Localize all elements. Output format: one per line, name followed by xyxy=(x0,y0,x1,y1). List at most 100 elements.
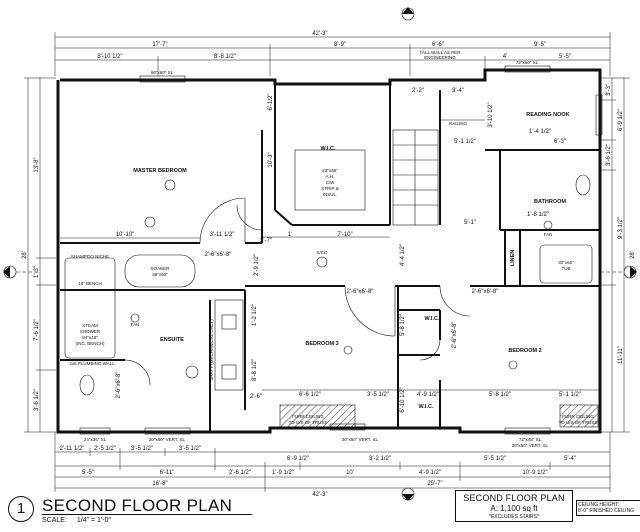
ceiling-note-line2: 8'-0" FINISHED CEILING xyxy=(578,508,635,514)
room-ensuite: ENSUITE xyxy=(160,337,184,343)
dim-d17: 2'-2" xyxy=(412,88,424,94)
dim-right-d: 9'-3 1/2" xyxy=(618,217,624,239)
ah-2: A.H. xyxy=(326,174,335,179)
dim-d9: 6'-9 1/2" xyxy=(287,456,309,462)
furr-ceiling-bedroom2 xyxy=(559,404,599,428)
dim-top-f: 8'-8 1/2" xyxy=(214,54,236,60)
furr-4: TO U/S OF TRUSS xyxy=(559,420,598,425)
soaker-label: SOAKER xyxy=(151,266,171,271)
dim-d15: 5'-1 1/2" xyxy=(454,139,476,145)
dim-d22: 2'-6"x6'-8" xyxy=(347,289,374,295)
top-dimensions: 42'-3" 17'-7" 8'-9" 6'-6" 9'-5" 8'-10 1/… xyxy=(54,31,611,76)
dim-d16: 3'-4" xyxy=(452,88,464,94)
win-bot-3: 30"x60" VERT. SL xyxy=(342,437,379,442)
furr-2: TO U/S OF TRUSS xyxy=(289,420,328,425)
dim-right-a: 3'-3" xyxy=(606,84,612,96)
dim-left-a: 13'-8" xyxy=(34,157,40,172)
shampoo-niche: SHAMPOO NICHE xyxy=(71,254,109,259)
dim-d12: 6'-3" xyxy=(554,139,566,145)
dim-right-overall: 28' xyxy=(630,251,636,259)
railing-label: RAILING xyxy=(449,121,468,126)
sco-label: S/CO xyxy=(316,250,328,255)
room-wic-master: W.I.C. xyxy=(321,146,336,152)
dim-d33: 1' xyxy=(288,232,292,238)
ceiling-note-line1: CEILING HEIGHT: xyxy=(578,502,620,508)
dim-bot-overall: 42'-3" xyxy=(312,492,327,498)
dim-d20: 6'-1/2" xyxy=(268,94,274,111)
tub-size: 30"x60" xyxy=(558,260,574,265)
interior-dimensions: 10'-10" 3'-11 1/2" 1' 7'-10" 6'-6 1/2" 3… xyxy=(60,88,600,413)
bottom-dimensions: 2'-11 1/2" 2'-5 1/2" 3'-5 1/2" 3'-5 1/2"… xyxy=(54,432,611,498)
title-block-note: *EXCLUDES STAIRS* xyxy=(489,514,539,520)
furr-ceiling-bedroom3 xyxy=(279,404,356,428)
dim-top-e: 8'-10 1/2" xyxy=(97,54,122,60)
room-wic-b: W.I.C. xyxy=(419,404,434,410)
dim-d28: 1'-2 1/2" xyxy=(252,304,258,326)
inc-bench: (INC. BENCH) xyxy=(76,341,106,346)
dim-top-c: 8'-9" xyxy=(334,42,346,48)
dim-right-c: 3'-6 1/2" xyxy=(606,144,612,166)
room-bedroom2: BEDROOM 2 xyxy=(508,348,541,354)
dim-d26: 2'-9 1/2" xyxy=(254,254,260,276)
dim-left-c: 7'-6 1/2" xyxy=(34,319,40,341)
dim-bot-f: 1'-9 1/2" xyxy=(272,470,294,476)
shaft-label: SHAFT (MECHANICAL ONLY) xyxy=(209,319,214,381)
dim-bot-d: 6'-11" xyxy=(160,470,175,476)
ah-3: C/W xyxy=(326,180,336,185)
stairs xyxy=(392,119,485,226)
dim-top-h: 5'-5" xyxy=(559,54,571,60)
title-underline xyxy=(42,514,252,515)
drawing-title: SECOND FLOOR PLAN xyxy=(42,496,233,515)
dim-d31: 6'-10 1/2" xyxy=(400,387,406,412)
steam-label: STEAM xyxy=(82,323,98,328)
room-reading-nook: READING NOOK xyxy=(526,112,569,118)
dim-bot-j: 5'-5 1/2" xyxy=(484,456,506,462)
dim-bot-a: 16'-8" xyxy=(152,481,167,487)
dim-bot-b: 25'-7" xyxy=(427,481,442,487)
windows: 60"x60" SL 72"x60" SL 24"x36" SL 30"x60"… xyxy=(79,60,603,448)
win-bot-1: 24"x36" SL xyxy=(84,437,107,442)
dim-right-b: 6'-9 1/2" xyxy=(618,109,624,131)
win-bot-2: 30"x60" VERT. SL xyxy=(149,437,186,442)
scale-prefix: SCALE: xyxy=(42,517,67,524)
right-dimensions: 28' 3'-3" 6'-9 1/2" 3'-6 1/2" 9'-3 1/2" … xyxy=(600,77,636,433)
dim-d24: 2'-6"x6'-8" xyxy=(116,372,122,399)
interior-walls xyxy=(60,84,600,432)
shower-label: SHOWER xyxy=(80,329,101,334)
room-bedroom3: BEDROOM 3 xyxy=(305,341,338,347)
dim-d14: 1'-4 1/2" xyxy=(529,129,551,135)
dim-d7: 5'-1 1/2" xyxy=(559,392,581,398)
dim-d18: 3'-10 1/2" xyxy=(488,102,494,127)
fixtures xyxy=(64,149,593,396)
dim-bot-l: 2'-11 1/2" xyxy=(60,446,85,452)
dim-top-a: 17'-7" xyxy=(152,42,167,48)
soaker-size: 36"x66" xyxy=(152,272,168,277)
dim-d11: 1'-8 1/2" xyxy=(527,212,549,218)
furr-1: FURR CEILING xyxy=(292,414,324,419)
dim-bot-o: 3'-5 1/2" xyxy=(179,446,201,452)
dim-d5: 5'-8 1/2" xyxy=(489,392,511,398)
dim-d29: 8'-8 1/2" xyxy=(252,359,258,381)
dim-d1: 10'-10" xyxy=(116,232,135,238)
dim-d32: 2'-6" xyxy=(250,394,262,400)
dim-left-d: 3'-6 1/2" xyxy=(34,389,40,411)
ah-5: INSUL. xyxy=(323,192,338,197)
dim-bot-i: 10'-9 1/2" xyxy=(522,470,547,476)
dim-d10: 3'-2 1/2" xyxy=(369,456,391,462)
ah-1: 22"x36" xyxy=(322,168,338,173)
dim-d2: 3'-11 1/2" xyxy=(210,232,235,238)
win-top-2: 72"x60" SL xyxy=(516,60,539,65)
plumbing-wall: 2x6 PLUMBING WALL xyxy=(69,361,115,366)
dim-d30: 5'-8 1/2" xyxy=(400,314,406,336)
dim-bot-k: 5'-4" xyxy=(564,456,576,462)
dim-d25: 2'-6"x6'-8" xyxy=(452,322,458,349)
bench-label: 18" BENCH xyxy=(78,281,102,286)
dim-top-g: 4' xyxy=(503,54,507,60)
ah-4: STRIP & xyxy=(321,186,338,191)
tall-wall-note-2: ENGINEERING xyxy=(424,55,456,60)
dim-d23: 2'-6"x6'-8" xyxy=(472,289,499,295)
room-bathroom: BATHROOM xyxy=(534,199,566,205)
win-bot-5: 30"x60" VERT. SL xyxy=(512,443,549,448)
dim-bot-h: 4'-9 1/2" xyxy=(419,470,441,476)
